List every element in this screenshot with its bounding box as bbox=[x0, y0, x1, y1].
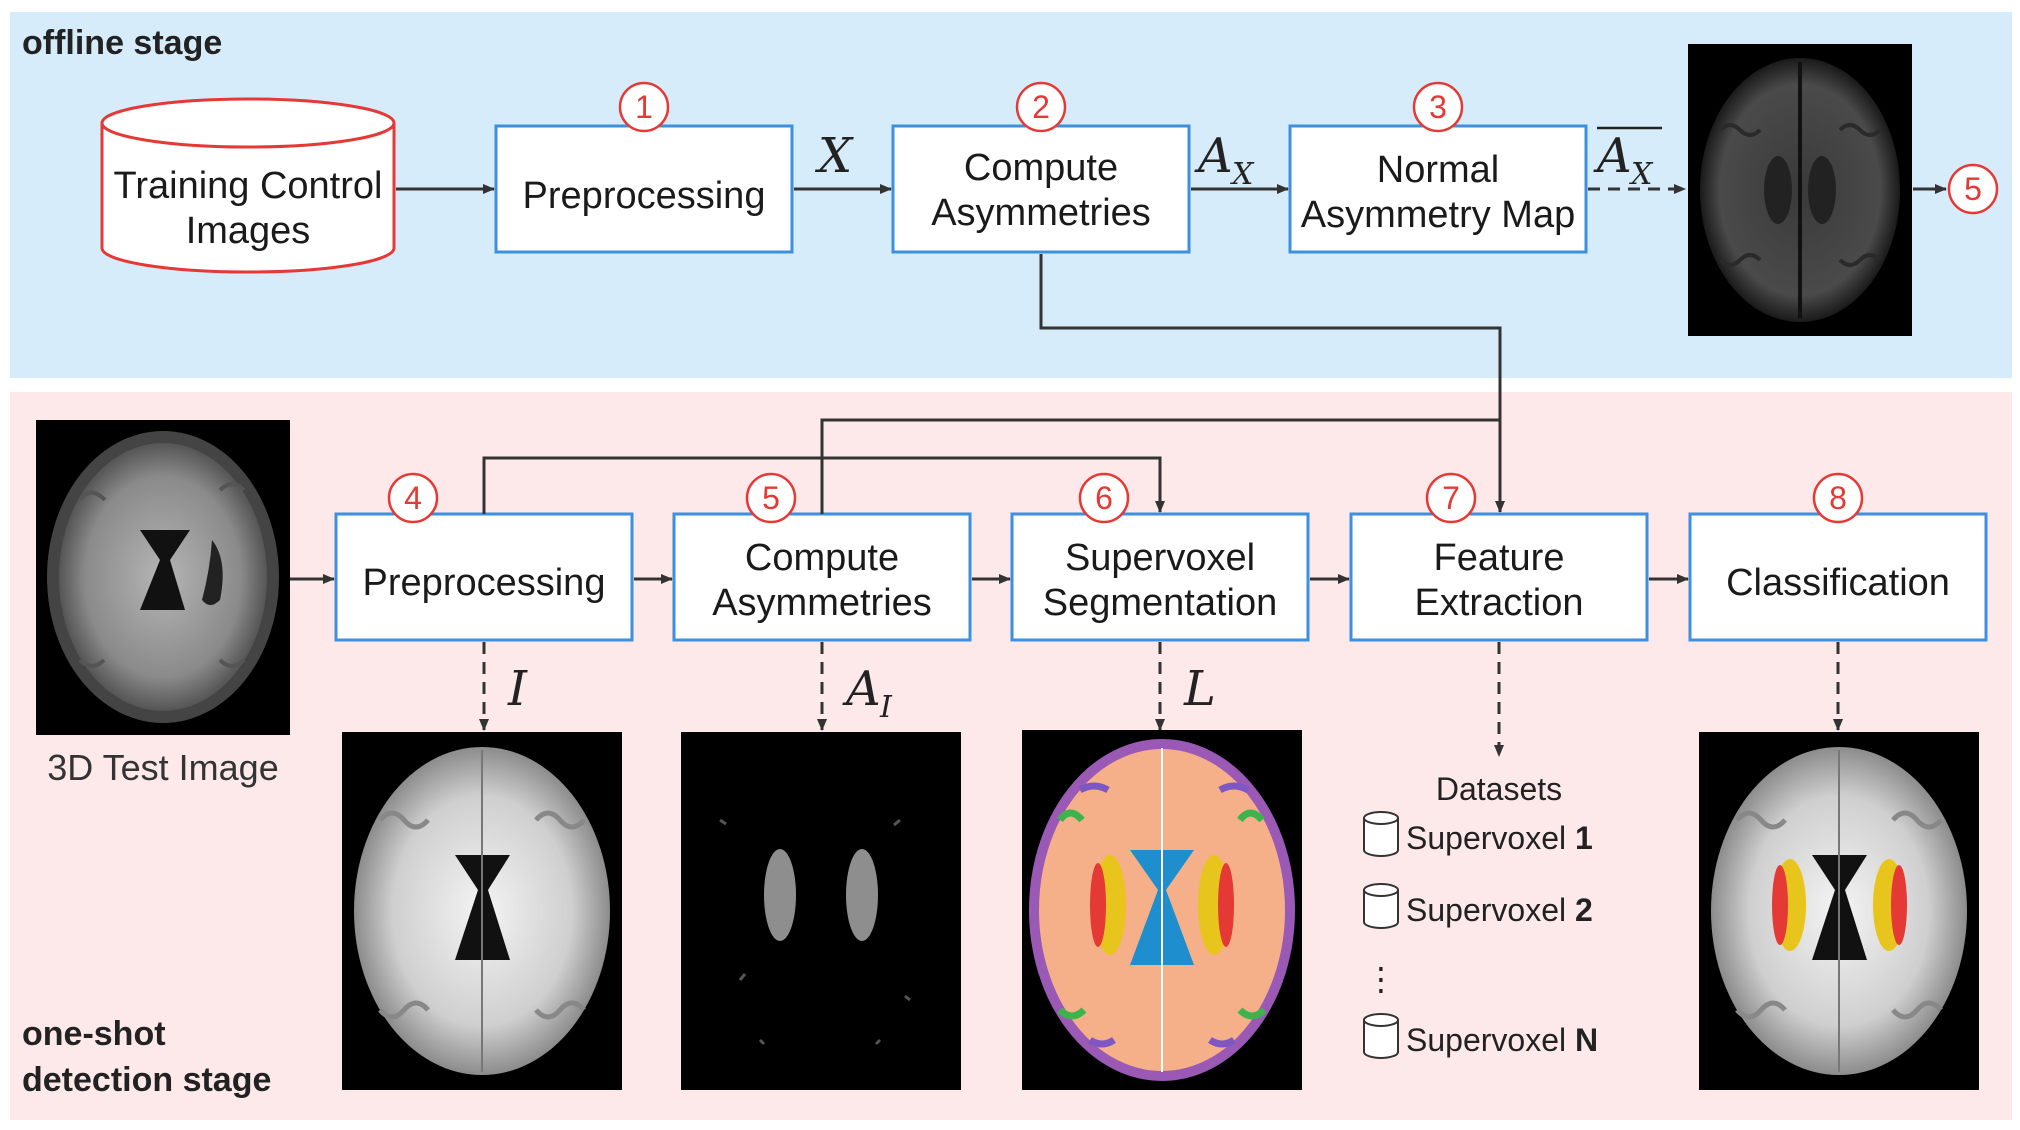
datasets-title: Datasets bbox=[1436, 771, 1562, 807]
test-image-caption: 3D Test Image bbox=[47, 747, 278, 788]
step-number-1: 1 bbox=[635, 89, 653, 125]
training-database: Training Control Images bbox=[100, 97, 396, 274]
svg-text:Feature: Feature bbox=[1434, 537, 1565, 579]
step-number-6: 6 bbox=[1095, 480, 1113, 516]
svg-text:X: X bbox=[1629, 157, 1654, 192]
oneshot-stage-label-line2: detection stage bbox=[22, 1061, 271, 1099]
step-number-8: 8 bbox=[1829, 480, 1847, 516]
oneshot-compute-asymmetries-box: Compute Asymmetries 5 bbox=[672, 472, 972, 642]
svg-text:A: A bbox=[1194, 128, 1233, 184]
svg-text:Asymmetries: Asymmetries bbox=[931, 192, 1151, 234]
test-image bbox=[36, 420, 290, 735]
label-ai: A I bbox=[842, 661, 893, 725]
label-ax: A X bbox=[1194, 128, 1255, 192]
svg-text:Normal: Normal bbox=[1377, 149, 1499, 191]
preprocessed-image bbox=[342, 732, 622, 1090]
label-x: X bbox=[814, 128, 854, 184]
segmentation-image bbox=[1022, 730, 1302, 1090]
connector-asym-to-feature bbox=[820, 418, 1500, 514]
svg-text:Extraction: Extraction bbox=[1415, 582, 1584, 624]
step-number-3: 3 bbox=[1429, 89, 1447, 125]
normal-asymmetry-map-box: Normal Asymmetry Map 3 bbox=[1288, 81, 1588, 254]
offline-preprocessing-box: Preprocessing 1 bbox=[494, 81, 794, 254]
normal-asymmetry-map-image bbox=[1688, 44, 1912, 336]
svg-text:Compute: Compute bbox=[964, 147, 1118, 189]
classification-image bbox=[1699, 732, 1979, 1090]
svg-text:Classification: Classification bbox=[1726, 562, 1950, 604]
svg-text:Preprocessing: Preprocessing bbox=[523, 175, 766, 217]
database-label-line1: Training Control bbox=[114, 165, 383, 207]
step-number-7: 7 bbox=[1442, 480, 1460, 516]
oneshot-preprocessing-box: Preprocessing 4 bbox=[334, 472, 634, 642]
dataset-supervoxel-1: Supervoxel 1 bbox=[1363, 811, 1593, 857]
feature-extraction-box: Feature Extraction 7 bbox=[1349, 472, 1649, 642]
offline-output-ref: 5 bbox=[1947, 163, 1999, 215]
svg-text:Supervoxel 2: Supervoxel 2 bbox=[1406, 892, 1593, 928]
label-ax-bar: A X bbox=[1593, 126, 1662, 192]
step-number-5: 5 bbox=[762, 480, 780, 516]
svg-text:Compute: Compute bbox=[745, 537, 899, 579]
database-label-line2: Images bbox=[186, 210, 311, 252]
svg-text:Supervoxel: Supervoxel bbox=[1065, 537, 1255, 579]
svg-text:Supervoxel N: Supervoxel N bbox=[1406, 1022, 1598, 1058]
svg-text:A: A bbox=[842, 661, 881, 717]
svg-text:Asymmetries: Asymmetries bbox=[712, 582, 932, 624]
offline-compute-asymmetries-box: Compute Asymmetries 2 bbox=[891, 81, 1191, 254]
svg-text:Segmentation: Segmentation bbox=[1043, 582, 1278, 624]
step-number-4: 4 bbox=[404, 480, 422, 516]
dataset-supervoxel-2: Supervoxel 2 bbox=[1363, 883, 1593, 929]
supervoxel-segmentation-box: Supervoxel Segmentation 6 bbox=[1010, 472, 1310, 642]
classification-box: Classification 8 bbox=[1688, 472, 1988, 642]
svg-text:I: I bbox=[879, 690, 893, 725]
svg-text:Asymmetry Map: Asymmetry Map bbox=[1301, 194, 1575, 236]
svg-text:5: 5 bbox=[1964, 171, 1982, 207]
label-l: L bbox=[1183, 661, 1216, 717]
asymmetry-image bbox=[681, 732, 961, 1090]
dataset-supervoxel-n: Supervoxel N bbox=[1363, 1013, 1598, 1059]
step-number-2: 2 bbox=[1032, 89, 1050, 125]
svg-text:A: A bbox=[1593, 128, 1632, 184]
svg-text:Preprocessing: Preprocessing bbox=[363, 562, 606, 604]
label-i: I bbox=[507, 661, 528, 717]
oneshot-stage-label-line1: one-shot bbox=[22, 1015, 166, 1053]
datasets-ellipsis: ⋮ bbox=[1365, 961, 1397, 997]
svg-text:Supervoxel 1: Supervoxel 1 bbox=[1406, 820, 1593, 856]
svg-text:X: X bbox=[1230, 157, 1255, 192]
offline-stage-label: offline stage bbox=[22, 24, 222, 62]
